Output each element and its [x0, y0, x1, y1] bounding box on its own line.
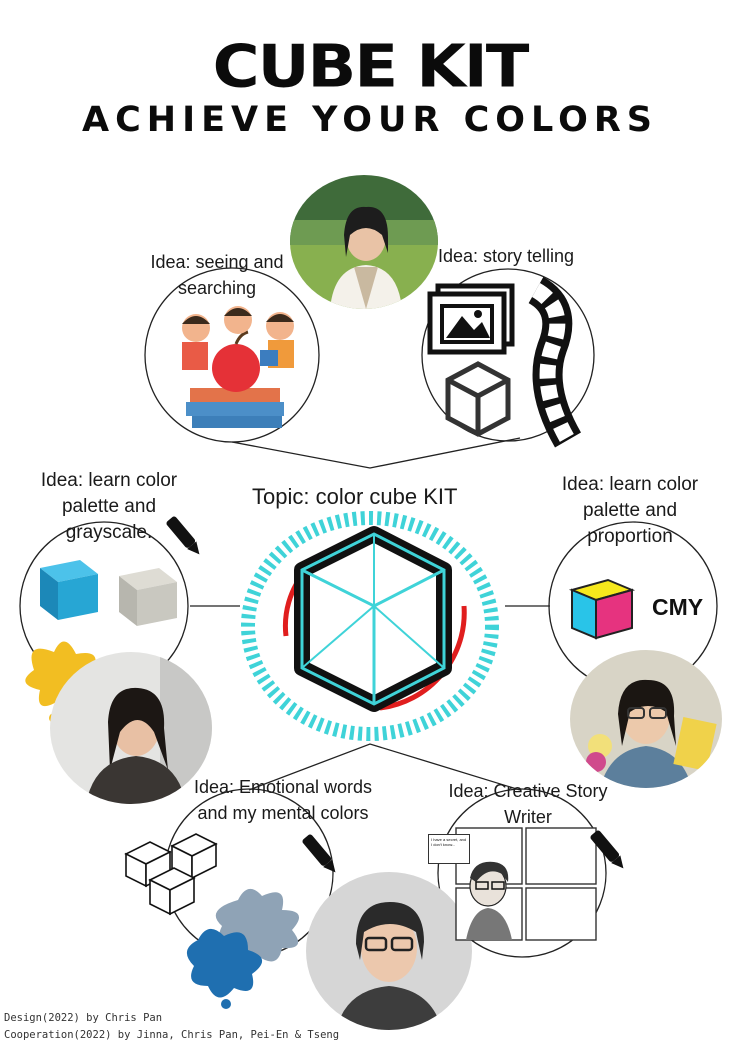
story-telling-icons [427, 276, 582, 448]
pen-icon-bottom-left [302, 834, 336, 873]
credit-design: Design(2022) by Chris Pan [4, 1012, 163, 1024]
idea-label-mid-right: Idea: learn color palette and proportion [561, 474, 699, 547]
portrait-photo-right [570, 650, 722, 788]
portrait-photo-bottom [306, 872, 472, 1030]
outline-cubes-icon [124, 833, 218, 916]
cube-outline-icon [445, 361, 511, 437]
paint-splash-blue [186, 888, 300, 1009]
color-cube-hub [241, 511, 499, 741]
idea-circle-bottom-right [437, 788, 607, 958]
idea-label-top-left: Idea: seeing and searching [150, 252, 284, 298]
film-strip-icon [527, 276, 582, 448]
connector-top [231, 437, 521, 469]
comic-panels-illustration [455, 827, 597, 941]
idea-label-bottom-right: Idea: Creative Story Writer [448, 781, 608, 827]
credits: Design(2022) by Chris Pan Cooperation(20… [4, 1010, 339, 1044]
page-subtitle: ACHIEVE YOUR COLORS [82, 100, 658, 140]
credit-cooperation: Cooperation(2022) by Jinna, Chris Pan, P… [4, 1029, 340, 1041]
idea-label-top-right: Idea: story telling [438, 246, 575, 266]
comic-speech-bubble: I have a secret, and I don't know... [428, 834, 470, 864]
pen-icon-bottom-right [590, 830, 624, 869]
connector-bottom [248, 743, 521, 791]
topic-label: Topic: color cube KIT [252, 484, 458, 509]
cmy-cube-icon [568, 578, 636, 640]
page-title: CUBE KIT [212, 32, 530, 102]
cyan-dash-ring [241, 511, 499, 741]
gray-cube-icon [119, 568, 177, 626]
cmy-label: CMY [652, 594, 704, 620]
idea-label-bottom-left: Idea: Emotional words and my mental colo… [193, 777, 373, 823]
idea-label-mid-left: Idea: learn color palette and grayscale. [40, 470, 178, 543]
pen-icon [166, 516, 200, 555]
portrait-photo-top [290, 175, 438, 309]
image-frame-icon [427, 283, 515, 355]
children-reading-illustration [182, 306, 294, 428]
blue-cube-icon [40, 560, 98, 620]
cube-kit-logo-icon [294, 526, 452, 712]
